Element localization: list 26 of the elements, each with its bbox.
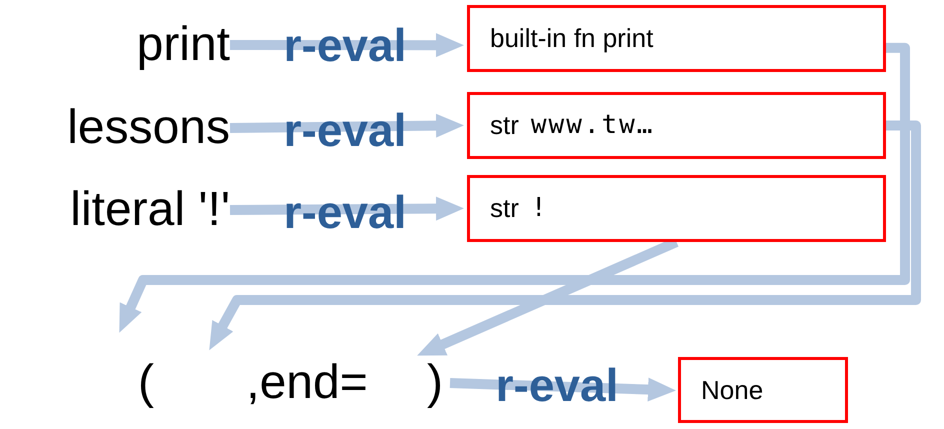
edge-label: r-eval — [494, 362, 620, 408]
edge-label: r-eval — [282, 189, 408, 235]
edge-label: r-eval — [282, 22, 408, 68]
expression-text: ( — [128, 352, 164, 414]
value-box — [467, 92, 886, 159]
expression-text: ) — [420, 352, 450, 414]
value-text: None — [701, 374, 764, 406]
value-box — [678, 357, 848, 423]
expression-text: literal '!' — [10, 179, 230, 241]
value-text: ! — [530, 192, 549, 225]
value-text: str — [490, 192, 519, 225]
expression-text: ,end= — [224, 352, 390, 414]
expression-text: print — [60, 14, 230, 76]
value-box — [467, 175, 886, 242]
arrow — [230, 196, 464, 221]
arrow — [209, 120, 921, 350]
arrow — [450, 378, 676, 402]
arrow — [230, 33, 464, 58]
arrow — [119, 42, 910, 333]
value-text: built-in fn print — [490, 22, 654, 55]
value-box — [467, 5, 886, 72]
expression-text: lessons — [10, 97, 230, 159]
value-text: www.tw… — [530, 109, 654, 142]
arrow — [230, 114, 464, 138]
edge-label: r-eval — [282, 107, 408, 153]
value-text: str — [490, 109, 519, 142]
